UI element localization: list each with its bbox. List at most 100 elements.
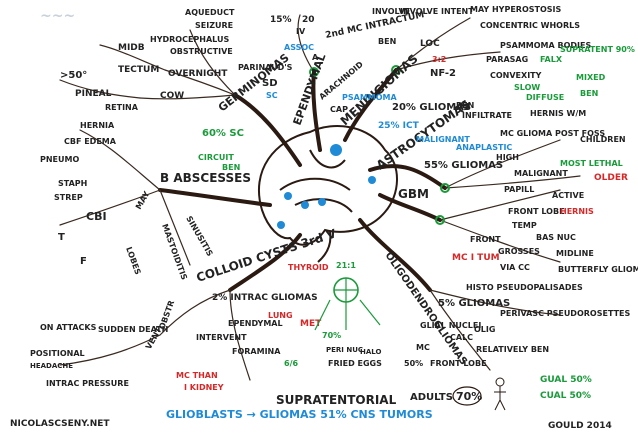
gbm-item: MOST LETHAL (560, 159, 623, 168)
germinoma-item: RETINA (105, 103, 139, 112)
colloid-item: 70% (322, 331, 341, 340)
center-label: SUPRATENTORIAL (276, 393, 397, 407)
astro-item: 20% GLIOMAS (392, 102, 471, 113)
abscess-item: CBI (86, 210, 107, 223)
germinoma-item: COW (160, 91, 184, 101)
colloid-item: INTRAC PRESSURE (46, 379, 129, 388)
gbm-item: ACTIVE (552, 191, 584, 200)
colloid-item: THYROID (288, 263, 329, 272)
gbm-item: OLDER (594, 173, 628, 183)
gbm-item: HERNIS (560, 207, 594, 216)
colloid-item: 6/6 (284, 359, 298, 368)
gbm-title: GBM (398, 187, 429, 201)
colloid-item: 2% INTRAC GLIOMAS (212, 293, 318, 303)
colloid-item: PERI NUC (326, 346, 363, 354)
signature: GOULD 2014 (548, 421, 612, 431)
colloid-item: HALO (360, 348, 381, 356)
astro-item: MIXED (576, 73, 606, 82)
abscess-item: CBF EDEMA (64, 137, 117, 146)
oligo-item: 70% (456, 390, 482, 403)
colloid-item: INTERVENT (196, 333, 247, 342)
oligo-item: OLIG (474, 325, 495, 334)
twigs (59, 14, 581, 381)
astro-item: LOC (420, 39, 440, 49)
germinoma-item: PINEAL (75, 89, 112, 99)
astro-item: DIFFUSE (526, 93, 564, 102)
colloid-title: COLLOID CYSTS 3rd V (195, 226, 339, 285)
abscess-item: SINUSITIS (184, 215, 214, 259)
gbm-item: MIDLINE (556, 249, 594, 258)
astrocytoma-items: INVOLVE INTENT MAY HYPEROSTOSIS CONCENTR… (378, 5, 635, 152)
germinoma-item: AQUEDUCT (185, 8, 235, 17)
astro-item: PARASAG (486, 55, 528, 64)
astro-item: MAY HYPEROSTOSIS (470, 5, 562, 14)
abscess-item: PNEUMO (40, 155, 79, 164)
germinoma-item: SC (266, 91, 278, 100)
branch-nodes (309, 65, 450, 225)
abscess-item: HERNIA (80, 121, 115, 130)
oligo-items: 5% GLIOMAS GLIAL NUCLEI PERIVASC PSEUDOR… (404, 298, 631, 411)
colloid-item: EPENDYMAL (228, 319, 283, 328)
left-credit: NICOLASCSENY.NET (10, 419, 110, 429)
oligo-item: FRONT LOBE (430, 359, 487, 368)
main-branches (158, 68, 447, 292)
colloid-items: 2% INTRAC GLIOMAS EPENDYMAL INTERVENT FO… (30, 261, 382, 392)
germinoma-item: SEIZURE (195, 21, 233, 30)
brain-sketch (257, 125, 398, 263)
astro-item: INVOLVE INTENT (400, 7, 474, 16)
germinoma-items: AQUEDUCT SEIZURE HYDROCEPHALUS OBSTRUCTI… (60, 8, 293, 172)
astro-item: SLOW (514, 83, 540, 92)
gbm-item: FRONT LOBE (508, 207, 565, 216)
astro-item: CONCENTRIC WHORLS (480, 21, 580, 30)
astro-item: SUPRATENT 90% (560, 45, 635, 54)
astro-item: MC GLIOMA POST FOSS (500, 129, 605, 138)
astro-item: ANAPLASTIC (456, 143, 512, 152)
oligo-item: CALC (450, 333, 473, 342)
gbm-item: BUTTERFLY GLIOMA (558, 265, 638, 274)
colloid-item: FORAMINA (232, 347, 281, 356)
gbm-item: FRONT (470, 235, 501, 244)
astro-item: 3:2 (432, 55, 446, 64)
colloid-item: FRIED EGGS (328, 359, 382, 368)
oligo-item: MC (416, 343, 430, 352)
oligo-item: GLIAL NUCLEI (420, 321, 481, 330)
colloid-item: SUDDEN DEATH (98, 325, 168, 334)
astro-item: CONVEXITY (490, 71, 542, 80)
abscess-items: HERNIA CBF EDEMA PNEUMO STAPH STREP CBI … (40, 121, 215, 281)
astro-item: BEN (580, 89, 598, 98)
astro-item: NF-2 (430, 68, 456, 79)
astro-item: INFILTRATE (462, 111, 512, 120)
meningioma-item: INVOLVE (372, 7, 410, 16)
gbm-item: HIGH (496, 153, 519, 162)
gbm-items: 55% GLIOMAS HIGH MALIGNANT MOST LETHAL O… (424, 153, 638, 292)
abscess-item: STREP (54, 193, 83, 202)
germinoma-item: PARINAUD'S (238, 63, 293, 72)
gbm-item: MALIGNANT (514, 169, 568, 178)
abscess-item: MAY (134, 190, 151, 211)
germinoma-item: SD (262, 78, 278, 89)
ependymal-item: A (312, 53, 319, 62)
germinoma-item: TECTUM (118, 65, 159, 75)
colloid-item: ON ATTACKS (40, 323, 97, 332)
gbm-item: 55% GLIOMAS (424, 160, 503, 171)
ependymal-item: 15% (270, 15, 292, 25)
abscess-item: LOBES (124, 246, 142, 276)
gbm-item: PAPILL (504, 185, 534, 194)
abscess-item: STAPH (58, 179, 87, 188)
astro-item: MALIGNANT (416, 135, 470, 144)
germinoma-item: 60% SC (202, 128, 244, 139)
gbm-item: HISTO PSEUDOPALISADES (466, 283, 583, 292)
abscess-item: F (80, 256, 87, 267)
abscess-item: T (58, 232, 65, 243)
colloid-item: LUNG (268, 311, 293, 320)
astro-item: BEN (456, 101, 474, 110)
germinoma-item: OVERNIGHT (168, 69, 228, 79)
meningiomas-title: MENINGIOMAS (338, 52, 421, 129)
gbm-item: GROSSES (498, 247, 540, 256)
germinoma-item: HYDROCEPHALUS (150, 35, 229, 44)
gbm-item: BAS NUC (536, 233, 576, 242)
colloid-item: I KIDNEY (184, 383, 224, 392)
colloid-item: HEADACHE (30, 362, 73, 370)
